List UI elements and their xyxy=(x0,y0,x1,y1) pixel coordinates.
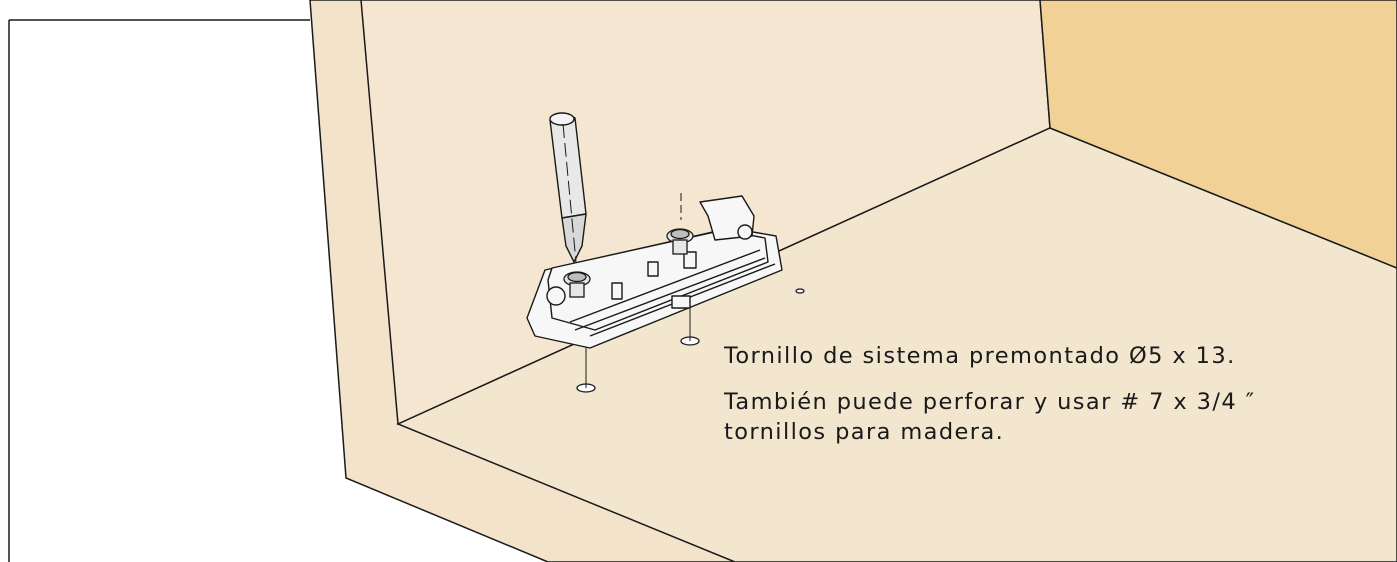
screwdriver-cap xyxy=(549,112,575,126)
cabinet-back-wall xyxy=(1039,0,1397,269)
caption-line-2b: tornillos para madera. xyxy=(724,419,1005,445)
plate-eye xyxy=(737,224,753,240)
cabinet-floor xyxy=(396,127,1397,562)
plate-slot xyxy=(611,282,623,300)
plate-rail xyxy=(569,249,761,323)
plate-top xyxy=(547,229,769,331)
plate-slot xyxy=(647,261,659,277)
plate-tab xyxy=(671,295,691,309)
screwdriver-axis xyxy=(562,123,577,263)
plate-eye xyxy=(546,286,566,306)
screw-icon xyxy=(563,271,591,298)
drill-hole xyxy=(795,288,805,294)
screwdriver-icon xyxy=(549,112,587,263)
caption-line-1: Tornillo de sistema premontado Ø5 x 13. xyxy=(724,343,1236,369)
mounting-plate-icon xyxy=(526,195,783,349)
plate-slot xyxy=(683,251,697,269)
caption-line-2: También puede perforar y usar # 7 x 3/4 … xyxy=(724,387,1255,447)
caption-line-2a: También puede perforar y usar # 7 x 3/4 … xyxy=(724,389,1256,415)
screw-icon xyxy=(666,228,694,255)
plate-rail xyxy=(574,257,766,331)
